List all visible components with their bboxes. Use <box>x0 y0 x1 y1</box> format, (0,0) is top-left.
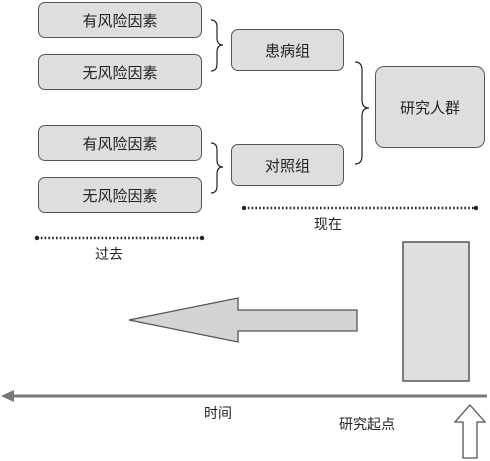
case-group-label: 患病组 <box>264 41 310 60</box>
study-population-label: 研究人群 <box>399 98 460 117</box>
past-case-exposed-box: 有风险因素 <box>38 2 202 38</box>
brace-case-group <box>210 19 224 72</box>
past-case-unexposed-label: 无风险因素 <box>82 63 158 82</box>
control-group-label: 对照组 <box>264 156 310 175</box>
past-control-exposed-label: 有风险因素 <box>82 134 158 153</box>
time-axis-arrowhead <box>1 390 14 402</box>
brace-control-group <box>210 142 224 194</box>
present-label: 现在 <box>314 217 342 233</box>
study-start-arrow <box>453 404 487 459</box>
past-control-unexposed-box: 无风险因素 <box>38 177 202 213</box>
past-label: 过去 <box>95 247 123 263</box>
direction-arrow <box>128 297 358 343</box>
study-start-bar <box>402 241 470 382</box>
study-population-box: 研究人群 <box>375 66 485 148</box>
control-group-box: 对照组 <box>231 144 344 186</box>
brace-study-population <box>354 61 370 165</box>
past-case-unexposed-box: 无风险因素 <box>38 54 202 90</box>
study-start-label: 研究起点 <box>339 417 395 433</box>
time-label: 时间 <box>204 406 232 422</box>
past-control-exposed-box: 有风险因素 <box>38 125 202 161</box>
past-case-exposed-label: 有风险因素 <box>82 11 158 30</box>
past-control-unexposed-label: 无风险因素 <box>82 186 158 205</box>
case-group-box: 患病组 <box>231 29 344 71</box>
